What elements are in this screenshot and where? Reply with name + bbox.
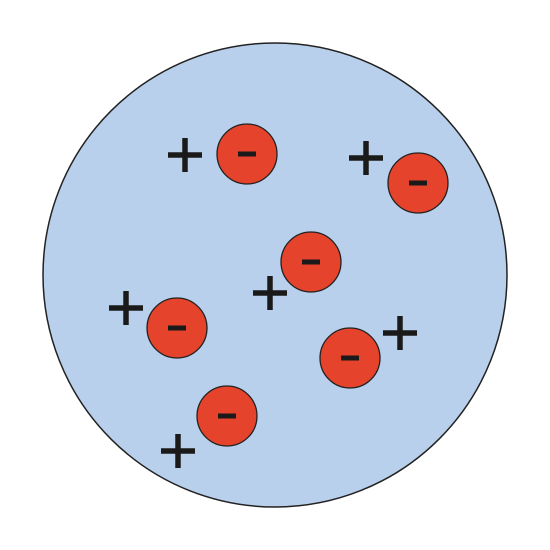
positive-charge: [383, 316, 417, 350]
positive-charge: [168, 138, 202, 172]
negative-charge: [216, 123, 278, 185]
negative-charge: [146, 297, 208, 359]
negative-charge: [196, 385, 258, 447]
container-circle: [42, 42, 508, 508]
positive-charge: [253, 276, 287, 310]
positive-charge: [161, 434, 195, 468]
negative-charge: [280, 231, 342, 293]
negative-charge: [387, 152, 449, 214]
negative-charge: [319, 327, 381, 389]
positive-charge: [349, 141, 383, 175]
positive-charge: [109, 291, 143, 325]
